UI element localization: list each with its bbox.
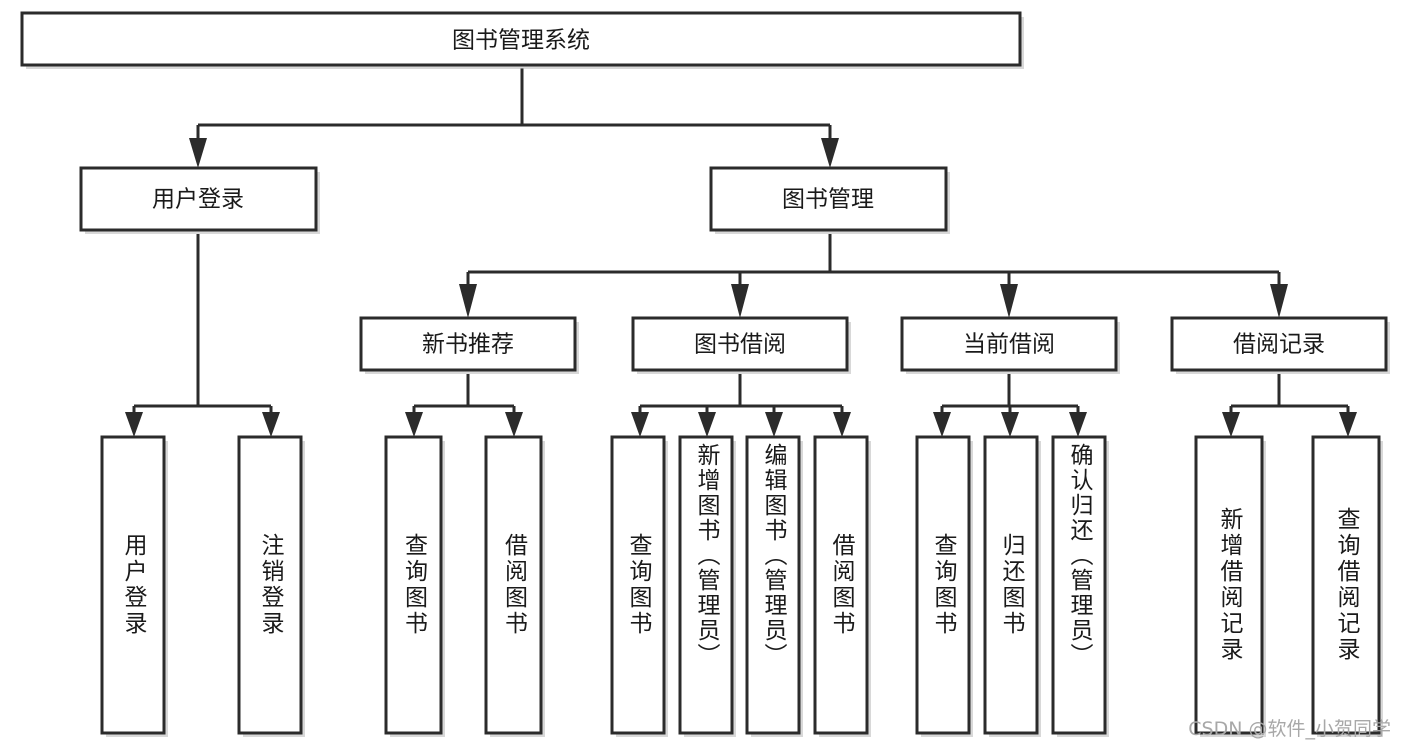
node-leaf-bb-add-book[interactable]: 新增图书（管理员） [678, 435, 736, 737]
arrowhead-new-book [459, 284, 477, 318]
node-leaf-cb-query-book[interactable]: 查询图书 [915, 435, 973, 737]
arrowhead-br-leaf-1 [1339, 412, 1357, 437]
node-leaf-logout[interactable]: 注销登录 [237, 435, 305, 737]
connector-group-user-login [125, 234, 280, 437]
leaf-label: 查询图书 [625, 533, 651, 637]
arrowhead-bb-leaf-3 [833, 412, 851, 437]
arrowhead-book-manage [821, 138, 839, 168]
leaf-label: 用户登录 [120, 533, 146, 637]
node-root-label: 图书管理系统 [452, 28, 590, 54]
arrowhead-borrow-record [1270, 284, 1288, 318]
node-user-login[interactable]: 用户登录 [79, 166, 320, 234]
arrowhead-leaf-user-login [125, 412, 143, 437]
node-borrow-record-label: 借阅记录 [1233, 332, 1325, 358]
connector-group-book-manage [459, 234, 1288, 318]
arrowhead-bb-leaf-1 [698, 412, 716, 437]
arrowhead-nb-leaf-1 [505, 412, 523, 437]
leaf-label: 注销登录 [257, 533, 283, 637]
arrowhead-br-leaf-0 [1222, 412, 1240, 437]
node-leaf-nb-query-book[interactable]: 查询图书 [384, 435, 445, 737]
connector-group-root [189, 68, 839, 168]
node-book-manage[interactable]: 图书管理 [709, 166, 950, 234]
node-leaf-cb-confirm-return[interactable]: 确认归还（管理员） [1051, 435, 1109, 737]
leaf-label: 借阅图书 [828, 533, 854, 637]
node-leaf-bb-edit-book[interactable]: 编辑图书（管理员） [745, 435, 803, 737]
arrowhead-bb-leaf-2 [765, 412, 783, 437]
leaf-label: 查询图书 [400, 533, 427, 637]
node-leaf-cb-return-book[interactable]: 归还图书 [983, 435, 1041, 737]
arrowhead-current-borrow [1000, 284, 1018, 318]
connector-group-new-book [405, 374, 523, 437]
node-leaf-bb-borrow-book[interactable]: 借阅图书 [813, 435, 871, 737]
connector-group-borrow-record [1222, 374, 1357, 437]
node-borrow-record[interactable]: 借阅记录 [1170, 316, 1390, 374]
arrowhead-book-borrow [731, 284, 749, 318]
arrowhead-nb-leaf-0 [405, 412, 423, 437]
node-leaf-br-add-record[interactable]: 新增借阅记录 [1194, 435, 1266, 737]
connector-group-current-borrow [933, 374, 1087, 437]
leaf-label: 新增图书（管理员） [693, 443, 719, 668]
node-leaf-br-query-record[interactable]: 查询借阅记录 [1311, 435, 1383, 737]
arrowhead-cb-leaf-1 [1001, 412, 1019, 437]
leaf-label: 新增借阅记录 [1216, 507, 1242, 663]
node-book-borrow[interactable]: 图书借阅 [631, 316, 851, 374]
node-current-borrow[interactable]: 当前借阅 [900, 316, 1120, 374]
leaf-label: 查询借阅记录 [1333, 507, 1359, 663]
node-leaf-user-login[interactable]: 用户登录 [100, 435, 168, 737]
arrowhead-cb-leaf-2 [1069, 412, 1087, 437]
connector-group-book-borrow [631, 374, 851, 437]
node-leaf-nb-borrow-book[interactable]: 借阅图书 [484, 435, 545, 737]
node-new-book-recommend-label: 新书推荐 [422, 332, 514, 358]
node-leaf-bb-query-book[interactable]: 查询图书 [610, 435, 668, 737]
leaf-label: 归还图书 [998, 533, 1024, 637]
node-current-borrow-label: 当前借阅 [963, 332, 1055, 358]
arrowhead-cb-leaf-0 [933, 412, 951, 437]
arrowhead-leaf-logout [262, 412, 280, 437]
node-new-book-recommend[interactable]: 新书推荐 [359, 316, 579, 374]
node-book-borrow-label: 图书借阅 [694, 332, 786, 358]
node-book-manage-label: 图书管理 [782, 187, 874, 213]
node-user-login-label: 用户登录 [152, 187, 244, 213]
node-root[interactable]: 图书管理系统 [20, 11, 1024, 69]
arrowhead-bb-leaf-0 [631, 412, 649, 437]
leaf-label: 确认归还（管理员） [1066, 443, 1092, 668]
arrowhead-user-login [189, 138, 207, 168]
leaf-label: 编辑图书（管理员） [760, 443, 786, 668]
leaf-label: 借阅图书 [500, 533, 527, 637]
leaf-label: 查询图书 [930, 533, 956, 637]
